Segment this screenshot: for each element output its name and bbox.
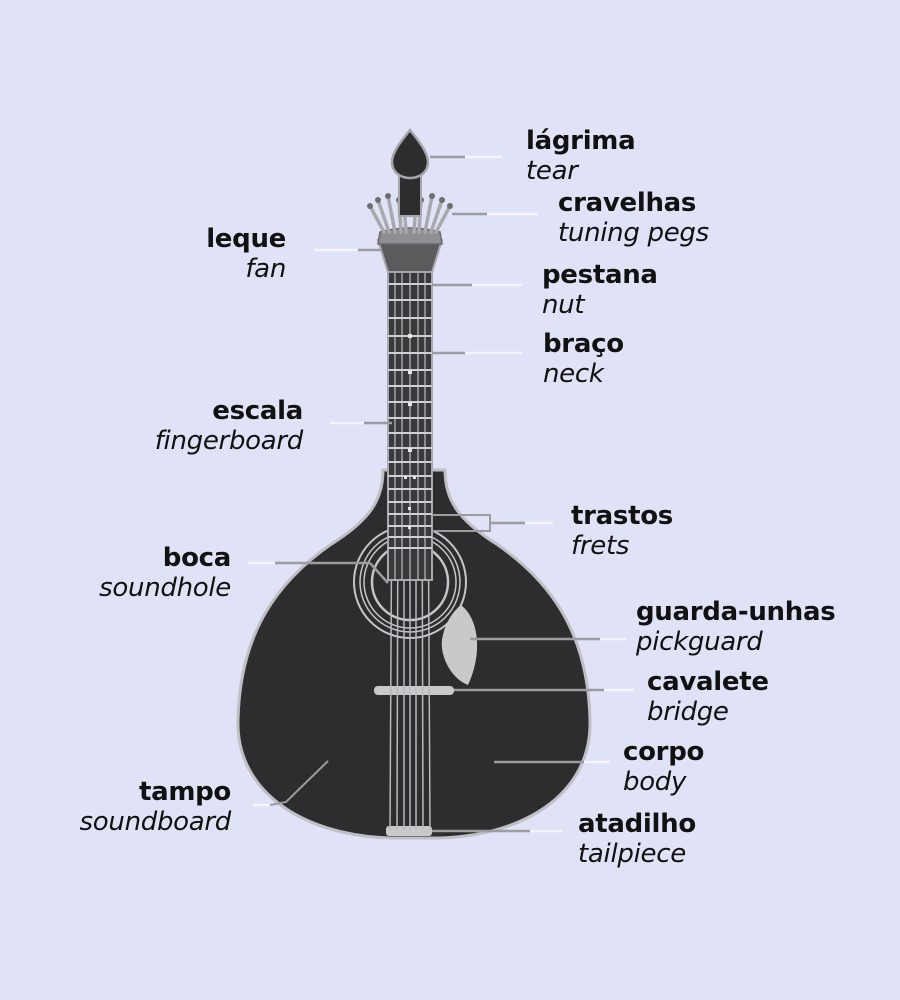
label-en: tuning pegs [558, 218, 709, 248]
label-en: frets [571, 531, 630, 561]
label-pt: boca [162, 543, 232, 573]
neck [387, 269, 433, 581]
label-en: soundboard [79, 807, 232, 837]
bridge [374, 686, 454, 695]
label-pt: corpo [623, 737, 705, 767]
label-pt: cravelhas [558, 188, 697, 218]
label-en: soundhole [99, 573, 231, 603]
label-en: nut [542, 290, 585, 320]
pickguard [441, 605, 478, 685]
label-pt: atadilho [578, 809, 696, 839]
label-en: tailpiece [578, 839, 686, 869]
label-pt: cavalete [647, 667, 769, 697]
leader-lines [248, 155, 634, 833]
label-en: fan [245, 254, 286, 284]
label-pt: pestana [542, 260, 658, 290]
label-en: neck [543, 359, 604, 389]
label-pt: leque [206, 224, 286, 254]
label-boca: boca soundhole [99, 545, 231, 601]
label-trastos: trastos frets [571, 503, 673, 559]
label-pt: guarda-unhas [636, 597, 836, 627]
label-pestana: pestana nut [542, 262, 658, 318]
label-pt: trastos [571, 501, 673, 531]
tailpiece [386, 826, 432, 836]
label-atadilho: atadilho tailpiece [578, 811, 696, 867]
label-cravelhas: cravelhas tuning pegs [558, 190, 709, 246]
label-pt: escala [212, 396, 303, 426]
label-leque: leque fan [206, 226, 286, 282]
label-en: fingerboard [154, 426, 304, 456]
label-en: body [623, 767, 687, 797]
label-en: tear [526, 156, 578, 186]
label-braco: braço neck [543, 331, 624, 387]
label-escala: escala fingerboard [154, 396, 304, 456]
label-en: pickguard [636, 627, 763, 657]
label-tampo: tampo soundboard [79, 777, 232, 837]
label-pt: tampo [138, 777, 231, 807]
label-cavalete: cavalete bridge [647, 669, 769, 725]
label-pt: braço [543, 329, 624, 359]
label-lagrima: lágrima tear [526, 126, 636, 186]
label-en: bridge [647, 697, 729, 727]
label-pt: lágrima [526, 126, 636, 156]
tear [390, 127, 430, 217]
label-corpo: corpo body [623, 739, 704, 795]
label-guarda-unhas: guarda-unhas pickguard [636, 597, 836, 657]
